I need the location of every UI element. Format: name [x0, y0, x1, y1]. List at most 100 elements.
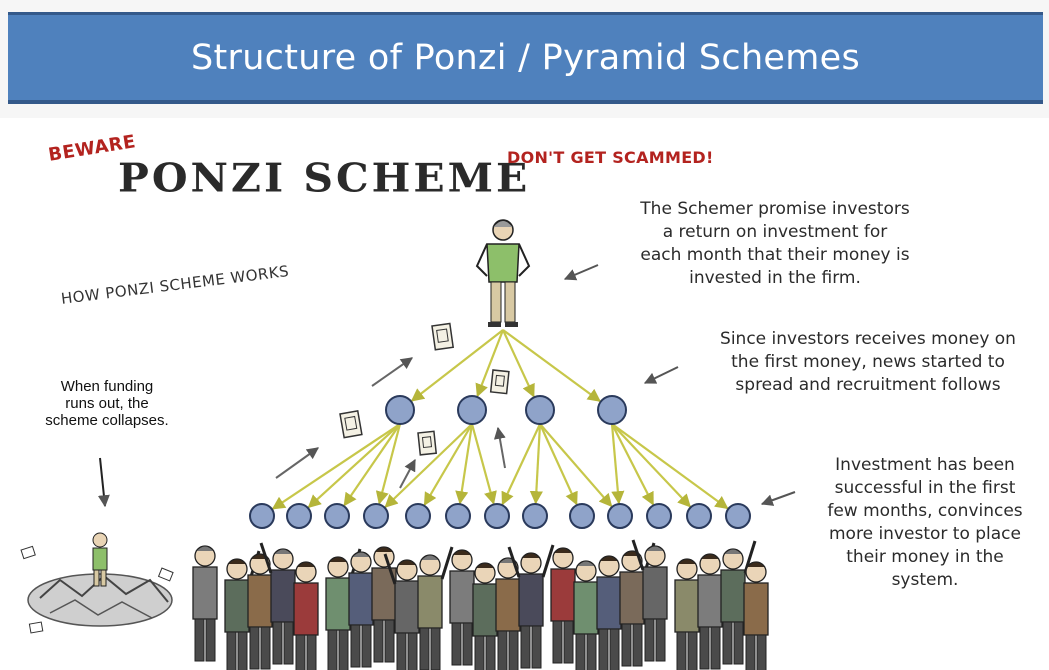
investor-leg: [756, 634, 767, 670]
slide-title: Structure of Ponzi / Pyramid Schemes: [190, 37, 861, 78]
investor-leg: [655, 618, 666, 662]
investor-body: [550, 568, 576, 622]
investor-hair: [420, 554, 440, 561]
pyramid-arrow: [475, 329, 505, 398]
investor-hair: [195, 545, 215, 552]
investor-leg: [338, 629, 349, 670]
pyramid-node-level-3: [522, 503, 548, 529]
money-paper-icons: [339, 322, 510, 456]
collapse-note-line: runs out, the: [65, 395, 149, 412]
investor-body: [247, 574, 273, 628]
pyramid-arrow: [611, 423, 655, 506]
investor-leg: [205, 618, 216, 662]
investor-leg: [283, 621, 294, 665]
money-paper-icon: [339, 410, 363, 439]
investor-leg: [384, 619, 395, 663]
investor-leg: [745, 634, 756, 670]
investor-figure-icon: [631, 539, 668, 662]
investor-leg: [552, 620, 563, 664]
investor-body: [394, 580, 420, 634]
investor-leg: [520, 625, 531, 669]
investor-leg: [462, 622, 473, 666]
investor-hair: [374, 546, 394, 553]
investor-hair: [599, 555, 619, 562]
pyramid-arrow: [410, 329, 504, 402]
schemer-note-line: a return on investment for: [662, 222, 888, 242]
investor-figure-icon: [573, 560, 599, 670]
investment-note-line: few months, convinces: [827, 501, 1023, 521]
investor-hair: [700, 553, 720, 560]
investor-figure-icon: [325, 548, 362, 670]
investor-arm-raised: [631, 539, 645, 571]
investor-figure-icon: [550, 547, 576, 664]
investor-figure-icon: [674, 558, 700, 670]
schemer-figure-icon: [475, 219, 531, 327]
investor-leg: [396, 632, 407, 670]
investor-leg: [722, 621, 733, 665]
pyramid-node-level-2: [385, 395, 415, 425]
investor-body: [325, 577, 351, 631]
investor-leg: [373, 619, 384, 663]
investor-hair: [227, 558, 247, 565]
investor-hair: [328, 556, 348, 563]
ponzi-illustration: BEWARE PONZI SCHEME DON'T GET SCAMMED! H…: [0, 118, 1049, 670]
pointer-arrow-money: [399, 458, 416, 489]
investor-leg: [474, 635, 485, 670]
investor-body: [192, 566, 218, 620]
investor-hair: [273, 548, 293, 555]
investor-body: [449, 570, 475, 624]
investor-leg: [632, 623, 643, 667]
investor-leg: [350, 624, 361, 668]
investor-hair: [677, 558, 697, 565]
pyramid-node-level-3: [484, 503, 510, 529]
money-paper-icon: [417, 430, 438, 456]
investor-leg: [531, 625, 542, 669]
investor-leg: [609, 628, 620, 670]
investor-leg: [710, 626, 721, 670]
investor-figure-icon: [507, 544, 555, 669]
investor-figure-icon: [596, 555, 622, 670]
pointer-arrows: [97, 264, 796, 508]
pyramid-arrow: [611, 423, 729, 510]
investor-figure-icon: [293, 561, 319, 670]
pyramid-arrow: [539, 423, 613, 508]
pyramid-edges: [271, 329, 729, 510]
investor-hair: [475, 562, 495, 569]
recruitment-note-line: the first money, news started to: [731, 352, 1005, 372]
schemer-note-line: invested in the firm.: [689, 268, 861, 288]
pyramid-diagram: [20, 219, 796, 670]
investment-note: Investment has been successful in the fi…: [805, 454, 1045, 592]
investor-leg: [575, 633, 586, 670]
investor-leg: [451, 622, 462, 666]
investor-body: [743, 582, 769, 636]
investor-leg: [407, 632, 418, 670]
investor-body: [293, 582, 319, 636]
pyramid-arrow: [375, 423, 402, 505]
money-paper-icon: [431, 322, 455, 351]
investor-body: [674, 579, 700, 633]
investor-leg: [327, 629, 338, 670]
recruitment-note-line: spread and recruitment follows: [735, 375, 1001, 395]
pointer-arrow-money: [275, 447, 319, 479]
pyramid-node-level-3: [324, 503, 350, 529]
pyramid-arrow: [610, 423, 625, 505]
pyramid-arrow: [307, 423, 401, 509]
investor-hair: [723, 548, 743, 555]
collapsed-rubble-icon: [20, 532, 174, 634]
investment-note-line: system.: [891, 570, 959, 590]
pyramid-node-level-3: [569, 503, 595, 529]
pyramid-arrow: [343, 423, 401, 507]
investor-leg: [644, 618, 655, 662]
investor-leg: [687, 631, 698, 670]
investor-body: [348, 572, 374, 626]
collapse-note-line: When funding: [60, 378, 154, 395]
pyramid-node-level-3: [405, 503, 431, 529]
investor-figure-icon: [472, 562, 498, 670]
investor-figure-icon: [224, 550, 261, 670]
investor-hair: [645, 545, 665, 552]
investment-note-line: more investor to place: [829, 524, 1021, 544]
recruitment-note: Since investors receives money on the fi…: [688, 328, 1048, 397]
collapse-note-line: scheme collapses.: [45, 412, 169, 429]
investor-leg: [194, 618, 205, 662]
investor-hair: [452, 549, 472, 556]
